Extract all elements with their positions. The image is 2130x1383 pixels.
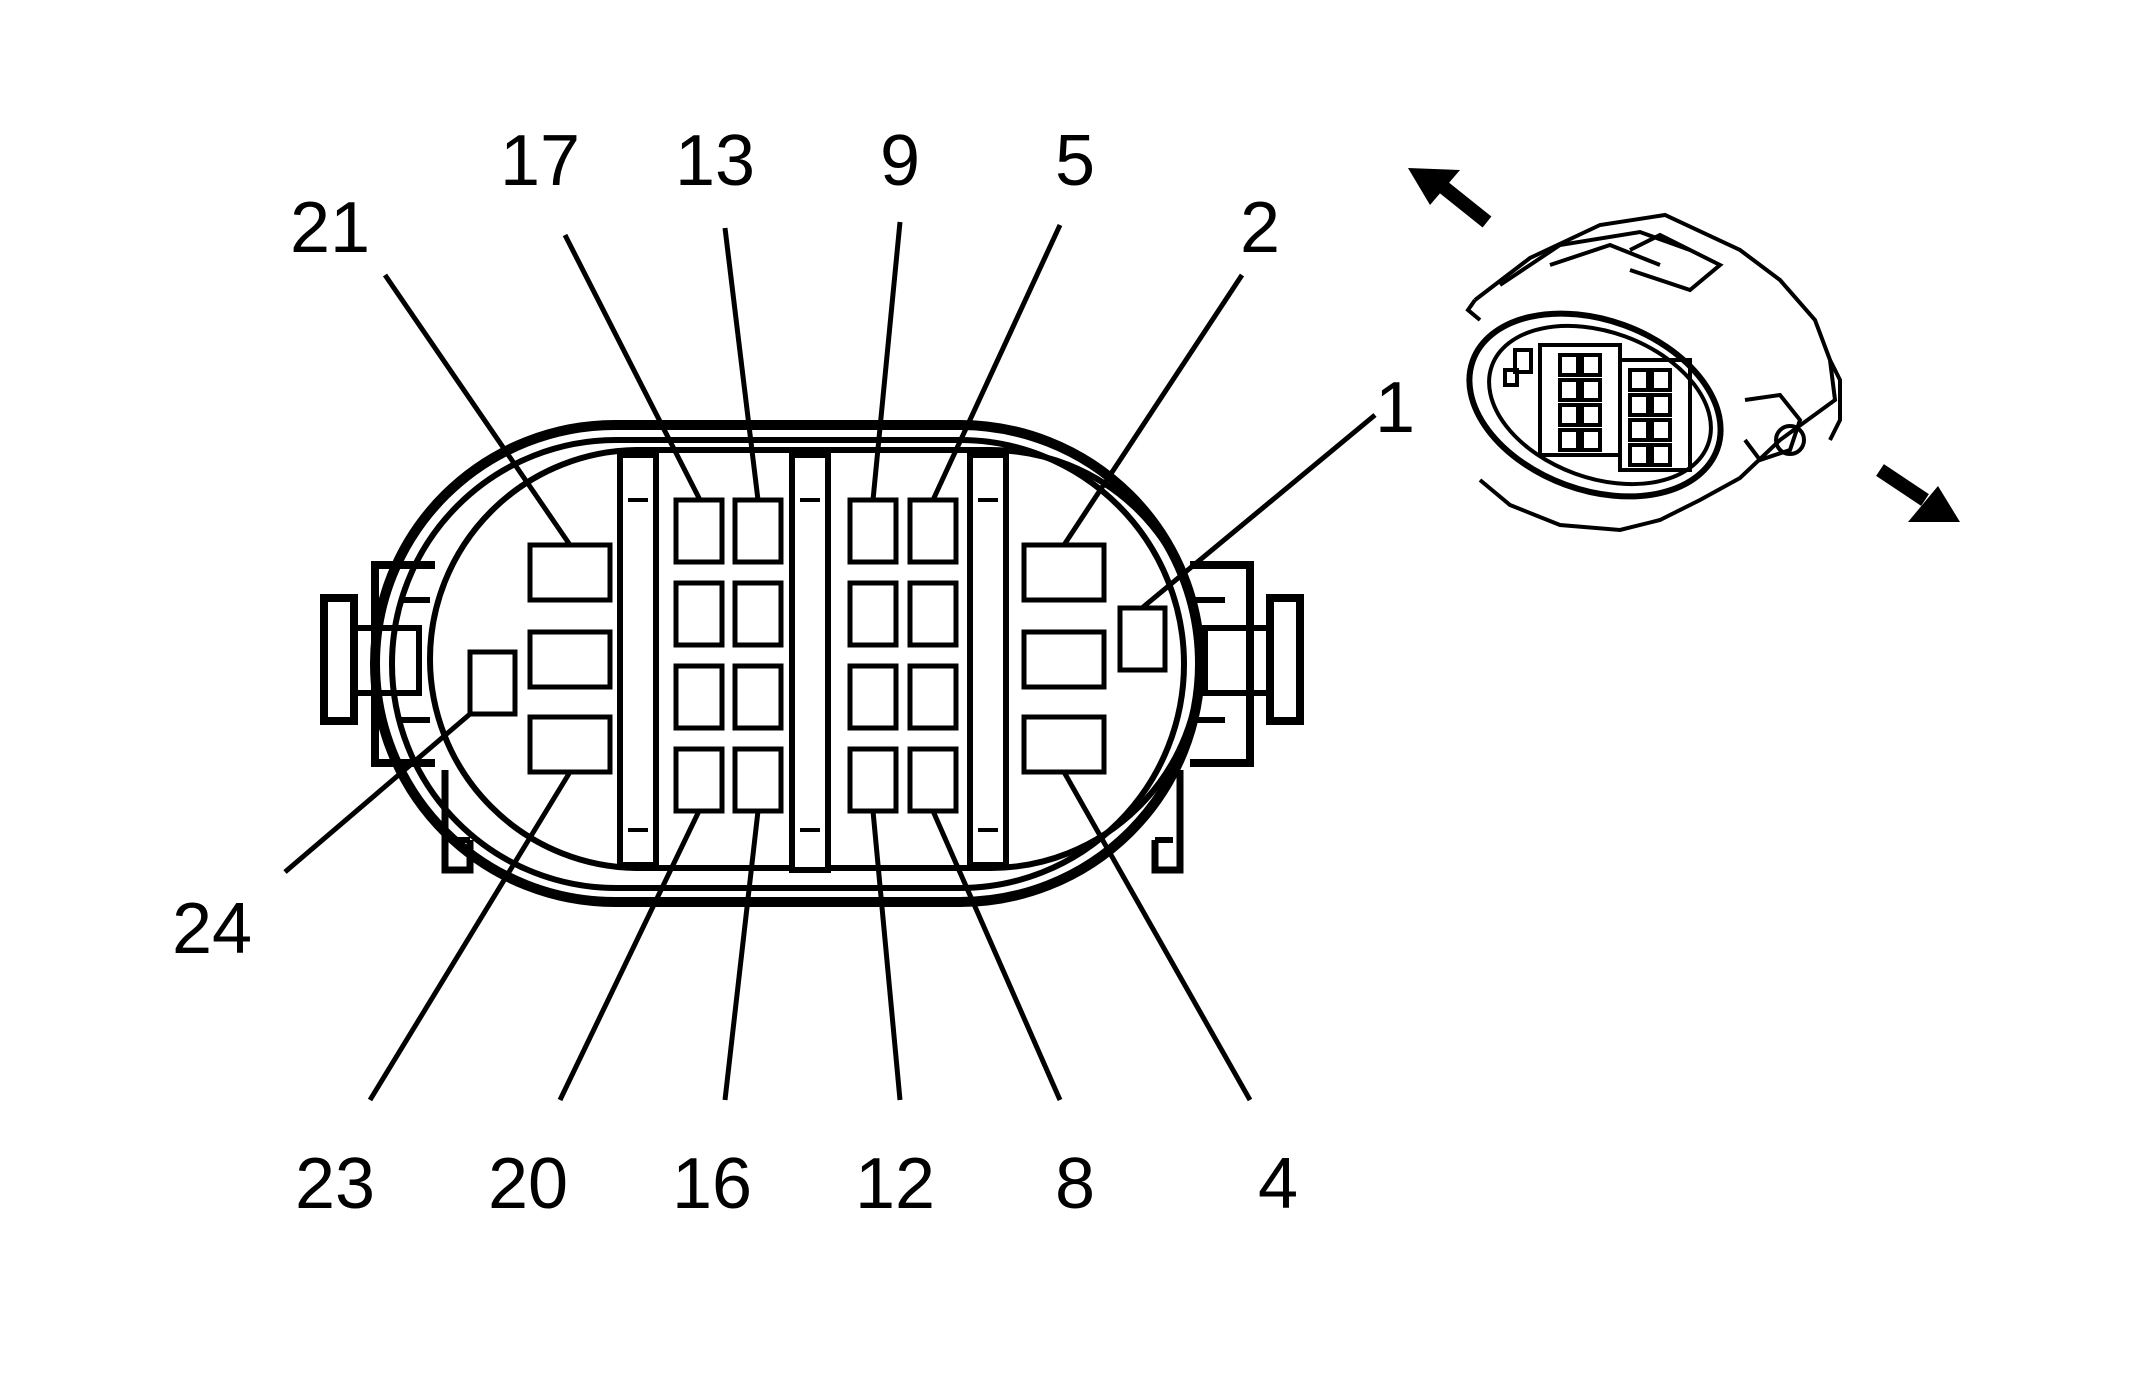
connector-face <box>320 420 1304 907</box>
pin-label-8: 8 <box>1055 1144 1095 1224</box>
pin-9 <box>847 497 899 565</box>
pin-22 <box>527 629 613 690</box>
pin-11 <box>847 663 899 731</box>
pin-15 <box>732 663 784 731</box>
pin-20 <box>673 746 725 814</box>
pin-3 <box>1021 629 1107 690</box>
leader-lines <box>283 221 1377 1102</box>
pin-label-17: 17 <box>500 121 580 201</box>
pin-5 <box>907 497 959 565</box>
pin-label-21: 21 <box>290 188 370 268</box>
connector-body <box>1473 212 1838 533</box>
pin-6 <box>907 580 959 648</box>
pin-label-23: 23 <box>295 1144 375 1224</box>
pin-23 <box>527 714 613 775</box>
pin-label-9: 9 <box>880 121 920 201</box>
pin-17 <box>673 497 725 565</box>
connector-perspective-view <box>1465 212 1842 533</box>
connector-front-opening <box>1466 310 1724 500</box>
right-latch <box>1151 561 1304 874</box>
housing-middle-ring <box>389 437 1187 891</box>
pin-2 <box>1021 542 1107 603</box>
pin-label-13: 13 <box>675 121 755 201</box>
left-latch <box>320 561 474 874</box>
separator-bar-left <box>617 452 659 868</box>
pin-13 <box>732 497 784 565</box>
pin-8 <box>907 746 959 814</box>
arrow-down-right-icon <box>1876 464 1960 522</box>
pin-24 <box>467 649 518 717</box>
pin-10 <box>847 580 899 648</box>
pin-14 <box>732 580 784 648</box>
pin-label-5: 5 <box>1055 121 1095 201</box>
pin-1 <box>1117 605 1168 673</box>
pin-19 <box>673 663 725 731</box>
pin-label-16: 16 <box>672 1144 752 1224</box>
pin-4 <box>1021 714 1107 775</box>
pin-12 <box>847 746 899 814</box>
pin-18 <box>673 580 725 648</box>
pin-labels: 21 17 13 9 5 2 1 24 23 20 16 12 8 4 <box>172 121 1415 1224</box>
pin-label-20: 20 <box>488 1144 568 1224</box>
pin-label-12: 12 <box>855 1144 935 1224</box>
separator-bar-center <box>789 452 831 873</box>
pin-16 <box>732 746 784 814</box>
pin-21 <box>527 542 613 603</box>
pin-7 <box>907 663 959 731</box>
pin-label-2: 2 <box>1240 188 1280 268</box>
arrow-up-left-icon <box>1408 168 1492 228</box>
pin-label-24: 24 <box>172 889 252 969</box>
pin-label-1: 1 <box>1375 368 1415 448</box>
separator-bar-right <box>967 452 1009 868</box>
pin-label-4: 4 <box>1258 1144 1298 1224</box>
connector-front-inner <box>1487 323 1713 487</box>
